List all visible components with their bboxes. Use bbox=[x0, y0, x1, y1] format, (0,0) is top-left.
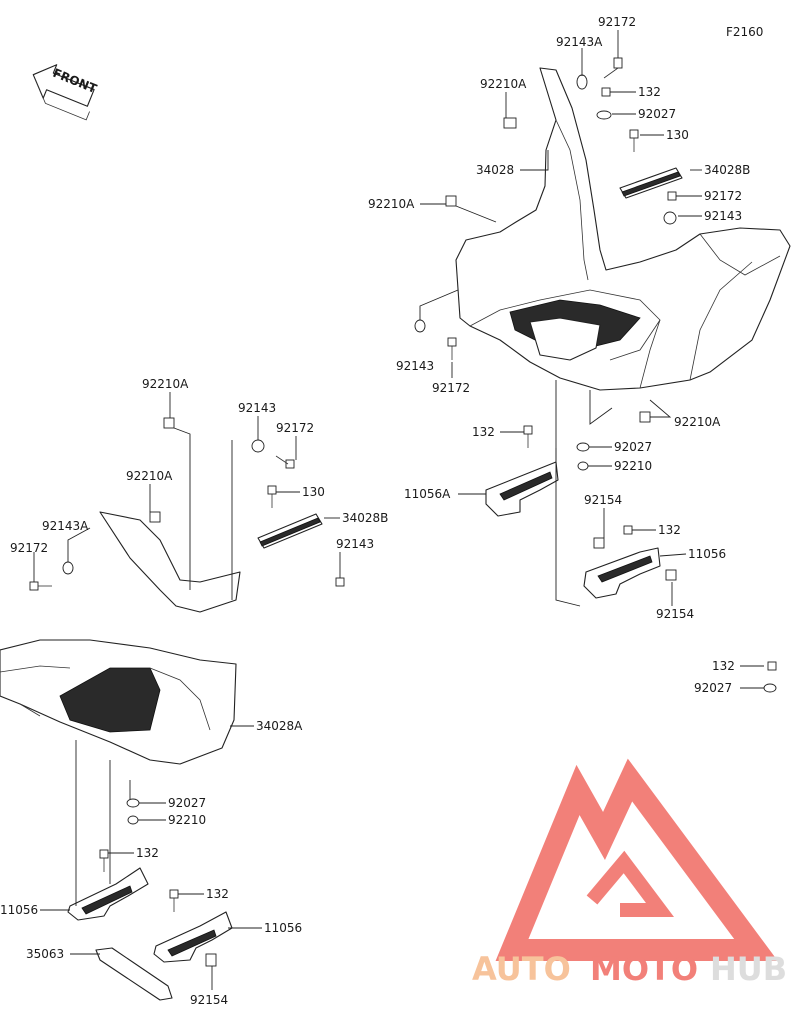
callout-92154-a: 92154 bbox=[584, 493, 622, 507]
stay-35063 bbox=[95, 947, 173, 1001]
callout-35063: 35063 bbox=[26, 947, 64, 961]
footrest-pad-34028b-upper bbox=[619, 167, 683, 199]
callout-92210-b: 92210 bbox=[168, 813, 206, 827]
callout-92210a-a: 92210A bbox=[480, 77, 527, 91]
callout-92027-b: 92027 bbox=[614, 440, 652, 454]
brand-hub: HUB bbox=[710, 950, 787, 988]
front-arrow-icon bbox=[32, 64, 95, 121]
callout-11056a: 11056A bbox=[404, 487, 451, 501]
callout-132-c: 132 bbox=[658, 523, 681, 537]
bracket-11056-left-a bbox=[67, 867, 149, 921]
callout-130-b: 130 bbox=[302, 485, 325, 499]
callout-92210a-e: 92210A bbox=[126, 469, 173, 483]
callout-34028a: 34028A bbox=[256, 719, 303, 733]
brand-auto: AUTO bbox=[472, 950, 571, 988]
callout-11056-c: 11056 bbox=[264, 921, 302, 935]
callout-92172-a: 92172 bbox=[598, 15, 636, 29]
callout-92143-a: 92143 bbox=[704, 209, 742, 223]
callout-labels: 92172 92143A 92210A 132 92027 130 34028 … bbox=[0, 15, 750, 1007]
callout-92210-a: 92210 bbox=[614, 459, 652, 473]
callout-92027-d: 92027 bbox=[168, 796, 206, 810]
bracket-11056-left-b bbox=[153, 911, 233, 963]
callout-92027-a: 92027 bbox=[638, 107, 676, 121]
callout-92143a-a: 92143A bbox=[556, 35, 603, 49]
bracket-11056-right bbox=[583, 525, 677, 599]
callout-34028b-b: 34028B bbox=[342, 511, 388, 525]
figure-code: F2160 bbox=[726, 25, 763, 39]
callout-132-d: 132 bbox=[712, 659, 735, 673]
automotohub-logo: AUTO MOTO HUB bbox=[472, 758, 787, 988]
right-footboard-34028 bbox=[455, 67, 791, 391]
callout-92143-c: 92143 bbox=[238, 401, 276, 415]
callout-92027-c: 92027 bbox=[694, 681, 732, 695]
callout-92210a-c: 92210A bbox=[674, 415, 721, 429]
bracket-11056a bbox=[485, 448, 559, 517]
callout-92143a-b: 92143A bbox=[42, 519, 89, 533]
brand-moto: MOTO bbox=[590, 950, 698, 988]
callout-132-f: 132 bbox=[206, 887, 229, 901]
callout-92172-d: 92172 bbox=[276, 421, 314, 435]
callout-11056-a: 11056 bbox=[688, 547, 726, 561]
callout-11056-b: 11056 bbox=[0, 903, 38, 917]
callout-92143-b: 92143 bbox=[396, 359, 434, 373]
callout-92172-b: 92172 bbox=[704, 189, 742, 203]
callout-34028b-a: 34028B bbox=[704, 163, 750, 177]
callout-92154-b: 92154 bbox=[656, 607, 694, 621]
left-footboard-34028a bbox=[0, 511, 241, 765]
callout-92143-d: 92143 bbox=[336, 537, 374, 551]
callout-92172-c: 92172 bbox=[432, 381, 470, 395]
callout-92154-c: 92154 bbox=[190, 993, 228, 1007]
callout-92172-e: 92172 bbox=[10, 541, 48, 555]
callout-92210a-d: 92210A bbox=[142, 377, 189, 391]
footrest-pad-34028b-left bbox=[257, 513, 323, 549]
callout-132-b: 132 bbox=[472, 425, 495, 439]
callout-132-e: 132 bbox=[136, 846, 159, 860]
callout-132-a: 132 bbox=[638, 85, 661, 99]
leader-lines bbox=[33, 30, 764, 990]
upper-hardware bbox=[414, 57, 677, 471]
callout-34028: 34028 bbox=[476, 163, 514, 177]
callout-130-a: 130 bbox=[666, 128, 689, 142]
callout-92210a-b: 92210A bbox=[368, 197, 415, 211]
